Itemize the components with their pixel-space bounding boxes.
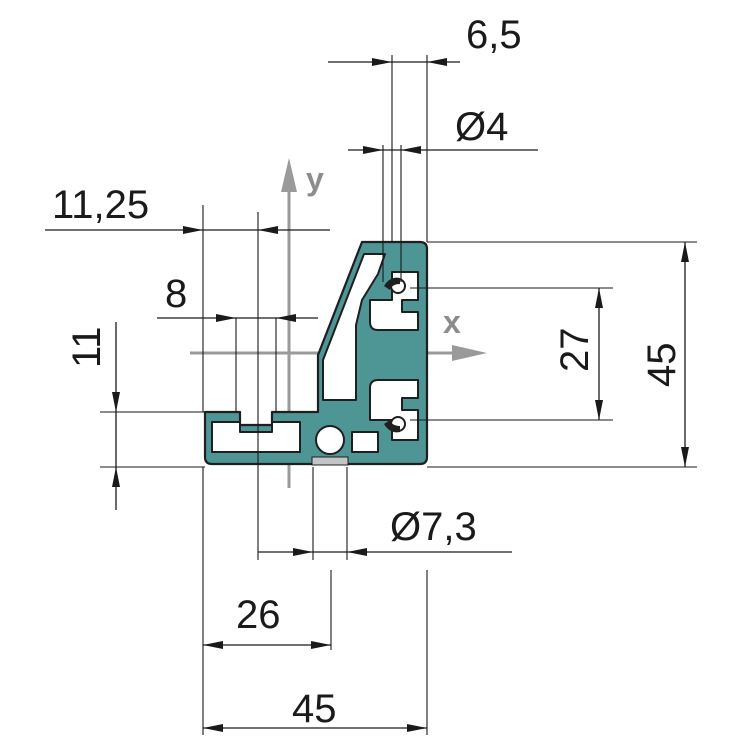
dimension-left-offset: 11,25 xyxy=(45,183,330,234)
dimension-base-height: 11 xyxy=(65,322,120,510)
dimension-large-hole: Ø7,3 xyxy=(258,505,512,556)
dim-total-height-label: 45 xyxy=(640,343,684,388)
dimension-top-width: 6,5 xyxy=(328,13,522,66)
y-axis-label: y xyxy=(306,161,324,197)
dimension-total-height: 45 xyxy=(640,242,689,467)
dim-center-offset-label: 26 xyxy=(236,593,281,637)
dimension-slot-width: 8 xyxy=(157,272,318,322)
dimension-center-offset: 26 xyxy=(203,593,331,649)
dim-small-hole-label: Ø4 xyxy=(455,105,508,149)
dim-slot-width-label: 8 xyxy=(165,272,187,316)
dim-left-offset-label: 11,25 xyxy=(52,183,149,227)
dimension-total-width: 45 xyxy=(203,687,427,732)
dim-large-hole-label: Ø7,3 xyxy=(390,505,477,549)
dim-top-width-label: 6,5 xyxy=(466,13,522,57)
dimension-small-hole: Ø4 xyxy=(348,105,538,154)
extension-lines xyxy=(100,55,697,735)
dim-base-height-label: 11 xyxy=(65,326,109,368)
dim-total-width-label: 45 xyxy=(292,687,337,731)
x-axis-label: x xyxy=(443,304,461,340)
dimension-slot-spacing: 27 xyxy=(553,288,603,420)
dim-slot-spacing-label: 27 xyxy=(553,328,597,373)
aluminium-profile xyxy=(203,240,429,466)
